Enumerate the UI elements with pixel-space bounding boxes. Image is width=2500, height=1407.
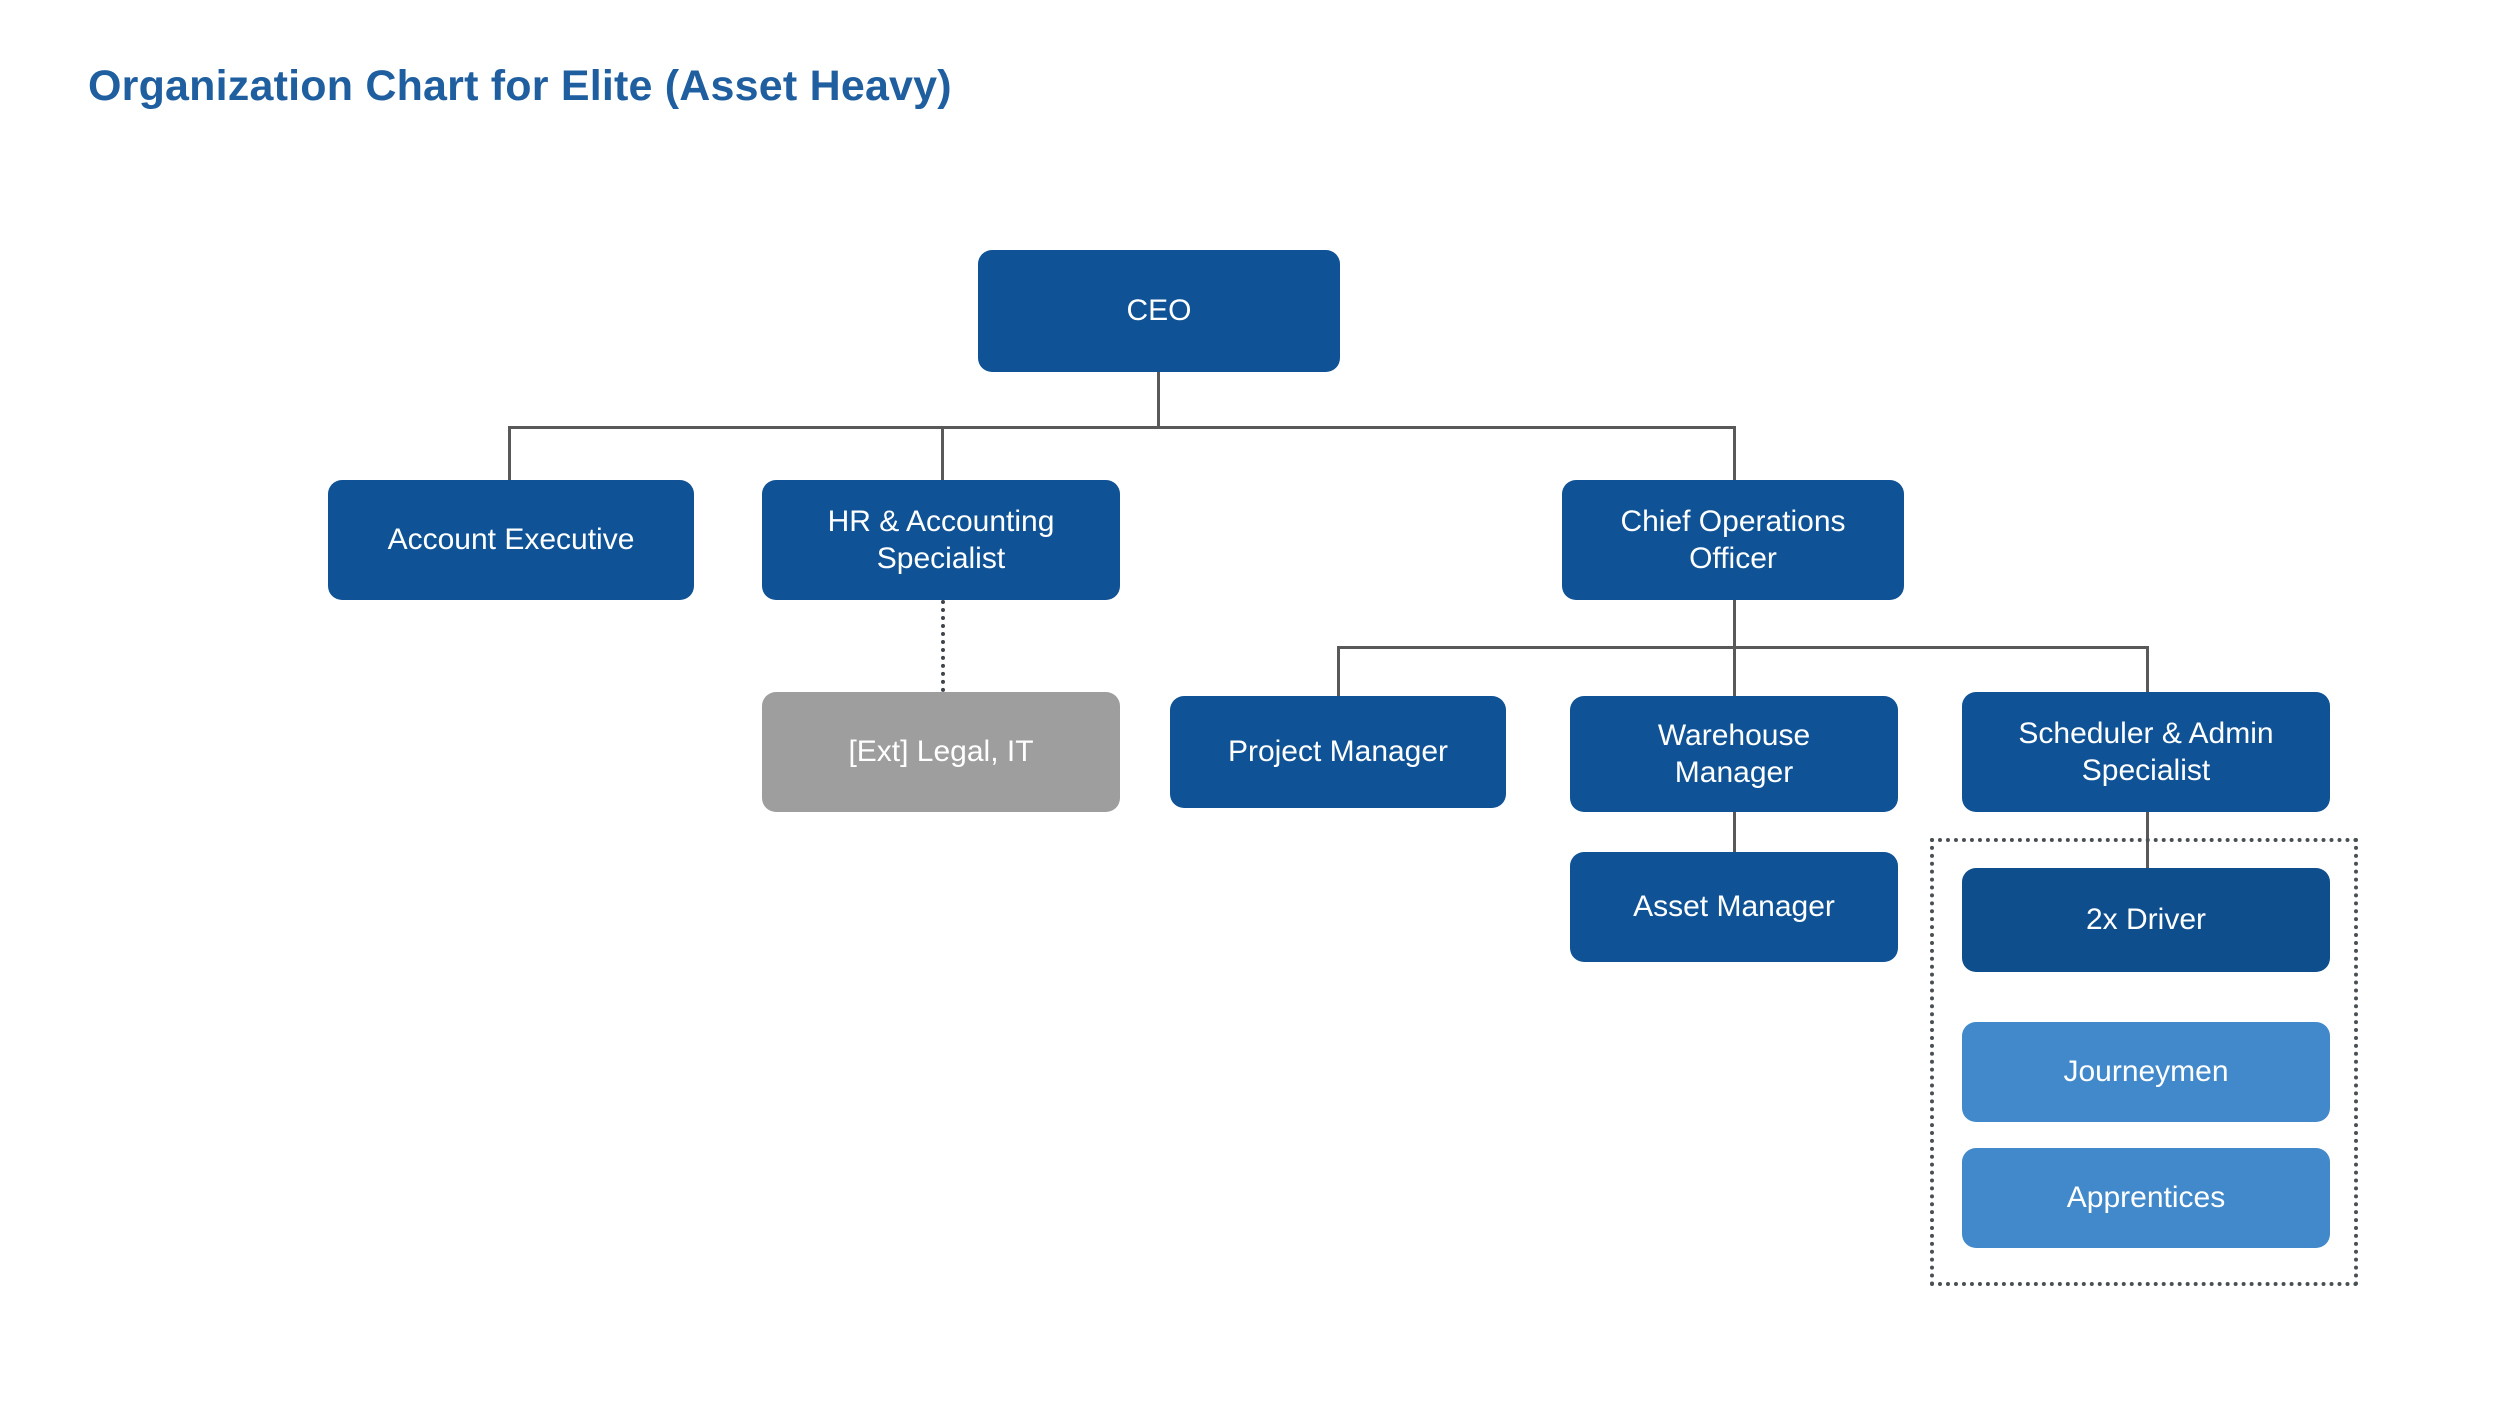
field-crew-group-box [1930, 838, 2358, 1286]
connector-ceo-down [1157, 372, 1160, 428]
connector-to-account [508, 426, 511, 480]
connector-coo-bus [1337, 646, 2149, 649]
node-project-manager[interactable]: Project Manager [1170, 696, 1506, 808]
node-journeymen[interactable]: Journeymen [1962, 1022, 2330, 1122]
connector-coo-down [1733, 600, 1736, 648]
connector-warehouse-to-asset [1733, 812, 1736, 852]
connector-to-hr [941, 426, 944, 480]
node-apprentices[interactable]: Apprentices [1962, 1148, 2330, 1248]
connector-to-project-manager [1337, 646, 1340, 696]
node-hr-accounting-specialist[interactable]: HR & Accounting Specialist [762, 480, 1120, 600]
node-scheduler-admin-specialist[interactable]: Scheduler & Admin Specialist [1962, 692, 2330, 812]
connector-to-warehouse-manager [1733, 646, 1736, 696]
node-external-legal-it[interactable]: [Ext] Legal, IT [762, 692, 1120, 812]
node-asset-manager[interactable]: Asset Manager [1570, 852, 1898, 962]
connector-ceo-bus [508, 426, 1736, 429]
connector-to-coo [1733, 426, 1736, 480]
node-account-executive[interactable]: Account Executive [328, 480, 694, 600]
connector-to-scheduler [2146, 646, 2149, 696]
page-title: Organization Chart for Elite (Asset Heav… [88, 62, 952, 110]
node-chief-operations-officer[interactable]: Chief Operations Officer [1562, 480, 1904, 600]
connector-hr-to-external-dotted [941, 600, 945, 692]
node-2x-driver[interactable]: 2x Driver [1962, 868, 2330, 972]
node-warehouse-manager[interactable]: Warehouse Manager [1570, 696, 1898, 812]
node-ceo[interactable]: CEO [978, 250, 1340, 372]
